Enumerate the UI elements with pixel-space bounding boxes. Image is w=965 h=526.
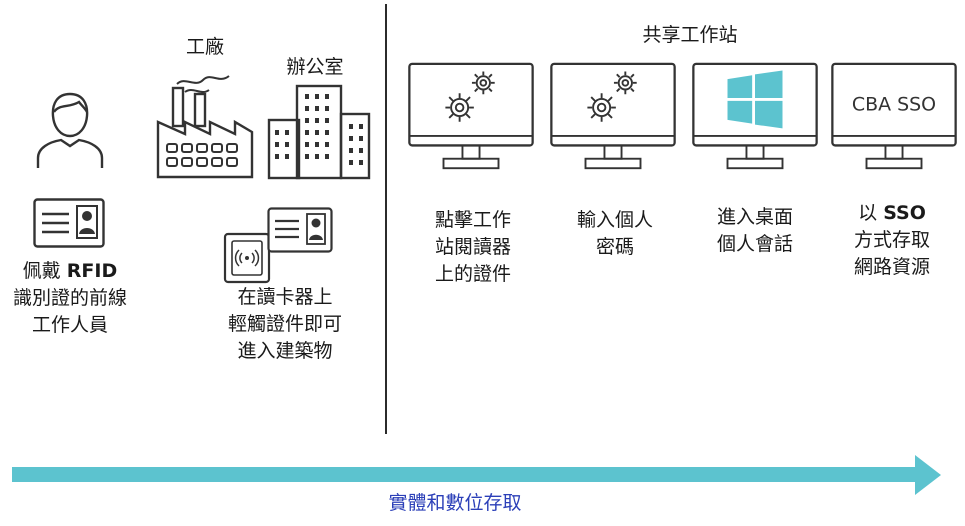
step3-line2: 個人會話 [716, 233, 793, 255]
step1-line2: 站閱讀器 [434, 236, 511, 258]
badge-caption-line2: 輕觸證件即可 [227, 313, 342, 335]
step-caption-4: 以 SSO 方式存取 網路資源 [822, 200, 962, 281]
step-caption-1: 點擊工作 站閱讀器 上的證件 [403, 207, 543, 288]
step1-line1: 點擊工作 [434, 209, 511, 231]
gear-icon [445, 93, 474, 122]
monitor-gears-1 [408, 62, 534, 170]
gear-icon [471, 71, 495, 95]
badge-caption-line3: 進入建築物 [237, 340, 333, 362]
step2-line1: 輸入個人 [576, 209, 653, 231]
worker-caption-prefix: 佩戴 [22, 260, 67, 282]
step3-line1: 進入桌面 [716, 206, 793, 228]
id-badge-icon [267, 207, 333, 253]
timeline-arrow-head [915, 455, 941, 495]
worker-caption-line3: 工作人員 [31, 314, 108, 336]
factory-label: 工廠 [185, 36, 224, 58]
worker-caption-line2: 識別證的前線 [12, 287, 127, 309]
worker-caption-rfid: RFID [66, 260, 118, 282]
office-label: 辦公室 [286, 56, 344, 78]
step2-line2: 密碼 [595, 236, 634, 258]
step4-sso: SSO [883, 202, 926, 224]
badge-caption-line1: 在讀卡器上 [237, 286, 333, 308]
worker-caption: 佩戴 RFID 識別證的前線 工作人員 [0, 258, 140, 339]
step4-prefix: 以 [858, 202, 884, 224]
monitor-cba-sso: CBA SSO [831, 62, 957, 170]
footer-caption: 實體和數位存取 [388, 492, 522, 514]
step-caption-3: 進入桌面 個人會話 [685, 204, 825, 258]
badge-caption: 在讀卡器上 輕觸證件即可 進入建築物 [205, 284, 365, 365]
office-building-icon [267, 84, 371, 180]
monitor-gears-2 [550, 62, 676, 170]
step-caption-2: 輸入個人 密碼 [545, 207, 685, 261]
windows-logo-icon [727, 70, 783, 129]
factory-icon [156, 75, 254, 179]
id-badge-icon [33, 198, 105, 248]
shared-workstation-title: 共享工作站 [642, 24, 738, 46]
step1-line3: 上的證件 [434, 263, 511, 285]
gear-icon [613, 71, 637, 95]
step4-line3: 網路資源 [853, 256, 930, 278]
person-icon [36, 92, 104, 168]
gear-icon [587, 93, 616, 122]
monitor-windows [692, 62, 818, 170]
card-reader-icon [223, 232, 271, 284]
step4-line2: 方式存取 [853, 229, 930, 251]
section-divider [385, 4, 387, 434]
screen-cba-sso-text: CBA SSO [852, 93, 936, 115]
timeline-arrow-shaft [12, 467, 917, 482]
